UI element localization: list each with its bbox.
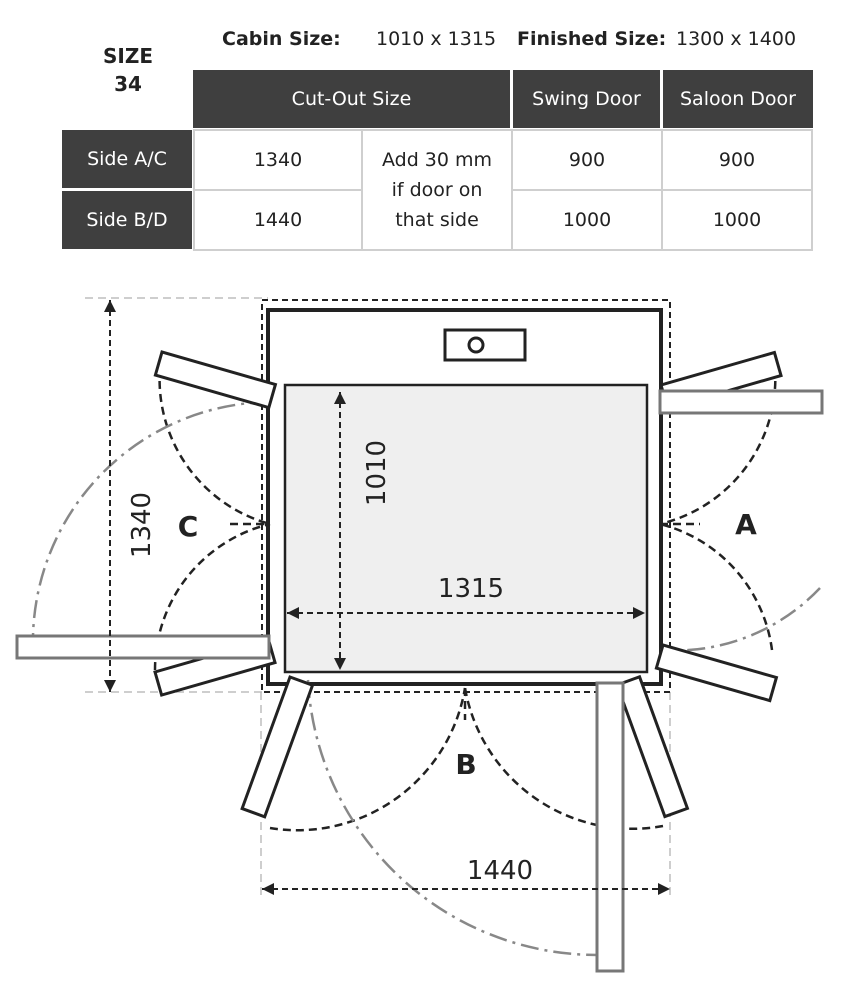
dim-1340-label: 1340 bbox=[127, 492, 157, 558]
dim-1315-label: 1315 bbox=[438, 574, 504, 604]
col-header-cutout: Cut-Out Size bbox=[193, 70, 510, 128]
control-knob-icon bbox=[467, 336, 485, 354]
dim-1010-label: 1010 bbox=[362, 440, 392, 506]
cabin-floor bbox=[283, 383, 649, 674]
dim-1440-label: 1440 bbox=[467, 856, 533, 886]
col-header-saloon: Saloon Door bbox=[663, 70, 813, 128]
swing-door-arcs bbox=[31, 400, 821, 957]
side-c-label: C bbox=[178, 510, 199, 543]
size-number: 34 bbox=[114, 72, 142, 96]
finished-size-label: Finished Size: bbox=[517, 28, 667, 50]
row-header-ac: Side A/C bbox=[62, 130, 192, 188]
cabin-size-label: Cabin Size: bbox=[222, 28, 341, 50]
cell-cutout-ac: 1340 bbox=[193, 129, 363, 191]
col-header-swing: Swing Door bbox=[513, 70, 660, 128]
control-panel bbox=[443, 328, 527, 362]
row-header-bd: Side B/D bbox=[62, 191, 192, 249]
cell-cutout-bd: 1440 bbox=[193, 189, 363, 251]
cabin-size-value: 1010 x 1315 bbox=[376, 28, 497, 50]
cell-swing-bd: 1000 bbox=[511, 189, 663, 251]
finished-size-value: 1300 x 1400 bbox=[676, 28, 797, 50]
side-b-label: B bbox=[455, 748, 476, 781]
side-midlines bbox=[230, 522, 700, 720]
side-a-label: A bbox=[735, 508, 757, 541]
cell-saloon-ac: 900 bbox=[661, 129, 813, 191]
dimension-lines bbox=[104, 300, 670, 895]
size-label: SIZE 34 bbox=[88, 42, 168, 98]
size-title: SIZE bbox=[102, 44, 153, 68]
cell-note: Add 30 mm if door on that side bbox=[361, 129, 513, 251]
cell-saloon-bd: 1000 bbox=[661, 189, 813, 251]
swing-door-leaves bbox=[15, 389, 824, 973]
